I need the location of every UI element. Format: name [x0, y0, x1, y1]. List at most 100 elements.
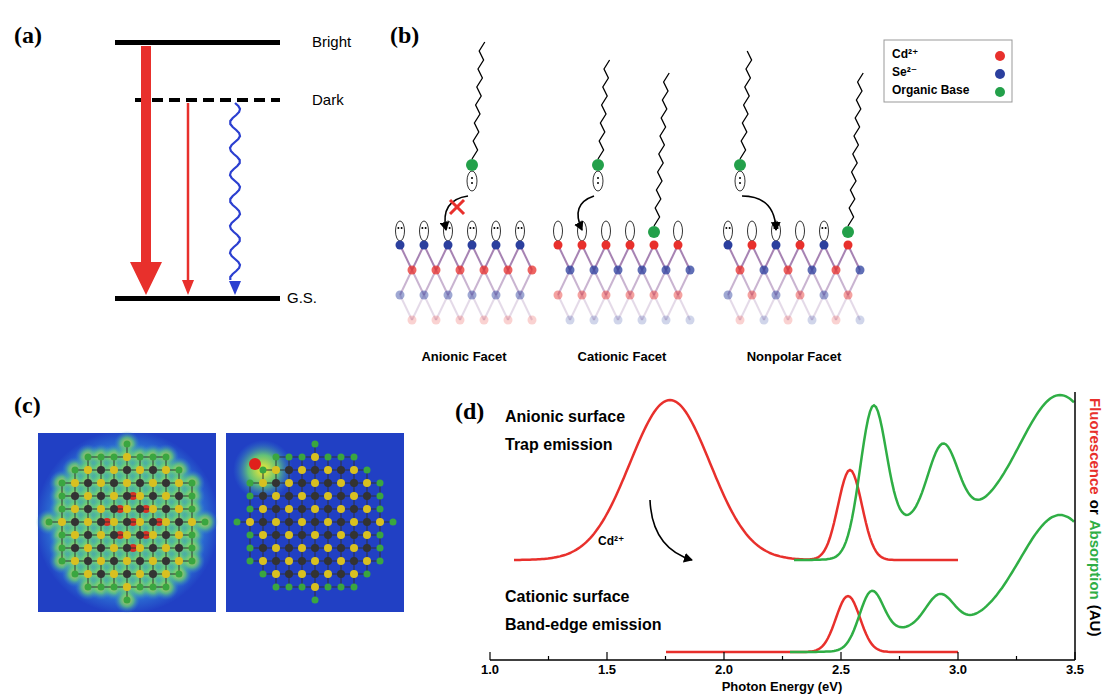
legend-swatches [995, 51, 1005, 97]
atom [247, 558, 254, 565]
facet-label: Anionic Facet [421, 350, 506, 365]
lone-pair [725, 227, 727, 229]
cd-atom [554, 291, 563, 300]
y-axis-title: FluorescenceorAbsorption(AU) [1087, 398, 1104, 641]
atom [350, 518, 358, 526]
atom [123, 492, 131, 500]
cd-atom [504, 266, 513, 275]
atom [259, 531, 267, 539]
cd-atom [504, 316, 513, 325]
atom [71, 531, 79, 539]
lone-pair [497, 227, 499, 229]
atom [298, 505, 306, 513]
lone-pair [425, 227, 427, 229]
organic-base [592, 159, 604, 171]
atom [285, 544, 293, 552]
alkyl-chain [740, 51, 752, 159]
atom [298, 479, 306, 487]
se-atom [856, 266, 865, 275]
tick-label: 2.0 [715, 663, 733, 678]
atom [175, 492, 183, 500]
se-atom [772, 241, 781, 250]
atom [350, 531, 358, 539]
atom [364, 467, 371, 474]
orbital-lobe [468, 221, 477, 241]
atom [337, 492, 345, 500]
se-atom [516, 291, 525, 300]
atom [175, 544, 183, 552]
atom [311, 518, 319, 526]
atom [338, 454, 345, 461]
cd-atom [602, 291, 611, 300]
se-atom [590, 266, 599, 275]
se-atom [492, 291, 501, 300]
atom [299, 454, 306, 461]
atom [272, 466, 280, 474]
se-atom [516, 241, 525, 250]
lone-pair [493, 227, 495, 229]
atom [338, 584, 345, 591]
organic-base [648, 226, 660, 238]
atom [175, 531, 183, 539]
atom [350, 505, 358, 513]
atom [337, 466, 345, 474]
atom [259, 492, 267, 500]
atom [110, 466, 118, 474]
atom [350, 492, 358, 500]
atom [59, 558, 66, 565]
cd-atom [674, 241, 683, 250]
atom [85, 584, 92, 591]
atom [175, 479, 183, 487]
atom [149, 518, 157, 526]
atom [272, 479, 280, 487]
cd-atom [748, 291, 757, 300]
atom [272, 570, 280, 578]
se-atom [444, 241, 453, 250]
se-atom [808, 266, 817, 275]
atom [234, 519, 241, 526]
tick-label: 3.0 [949, 663, 967, 678]
atom [298, 466, 306, 474]
lone-pair [597, 182, 599, 184]
se-atom [686, 316, 695, 325]
atom [298, 544, 306, 552]
se-atom [638, 266, 647, 275]
cd-atom [844, 241, 853, 250]
atom [149, 479, 157, 487]
tick-label: 3.5 [1066, 663, 1084, 678]
axis-title-word: (AU) [1087, 605, 1104, 637]
spectrum-label: Cationic surface [505, 588, 629, 606]
atom [71, 479, 79, 487]
atom [311, 492, 319, 500]
tick-mark [606, 652, 607, 660]
atom [259, 557, 267, 565]
atom [363, 518, 371, 526]
panel-letter: (d) [455, 398, 484, 426]
atom [325, 454, 332, 461]
legend-text: Se²⁻ [892, 66, 917, 80]
atom [272, 505, 280, 513]
orbital-lobe [748, 221, 757, 241]
atom [149, 466, 157, 474]
atom [311, 583, 319, 591]
atom [84, 531, 92, 539]
cd-atom [736, 266, 745, 275]
atom [98, 454, 105, 461]
atom [123, 505, 131, 513]
atom [123, 479, 131, 487]
atom [162, 479, 170, 487]
atom [71, 518, 79, 526]
crystal-facets [396, 221, 865, 325]
atom [110, 570, 118, 578]
cd-atom [626, 241, 635, 250]
y-axis [1074, 392, 1076, 660]
lone-pair [777, 227, 779, 229]
atom [325, 584, 332, 591]
legend-swatch [995, 87, 1005, 97]
lone-pair [449, 227, 451, 229]
atom [189, 558, 196, 565]
atom [136, 466, 144, 474]
panel-letter: (b) [390, 22, 419, 50]
atom [162, 531, 170, 539]
spectra [490, 395, 1075, 660]
